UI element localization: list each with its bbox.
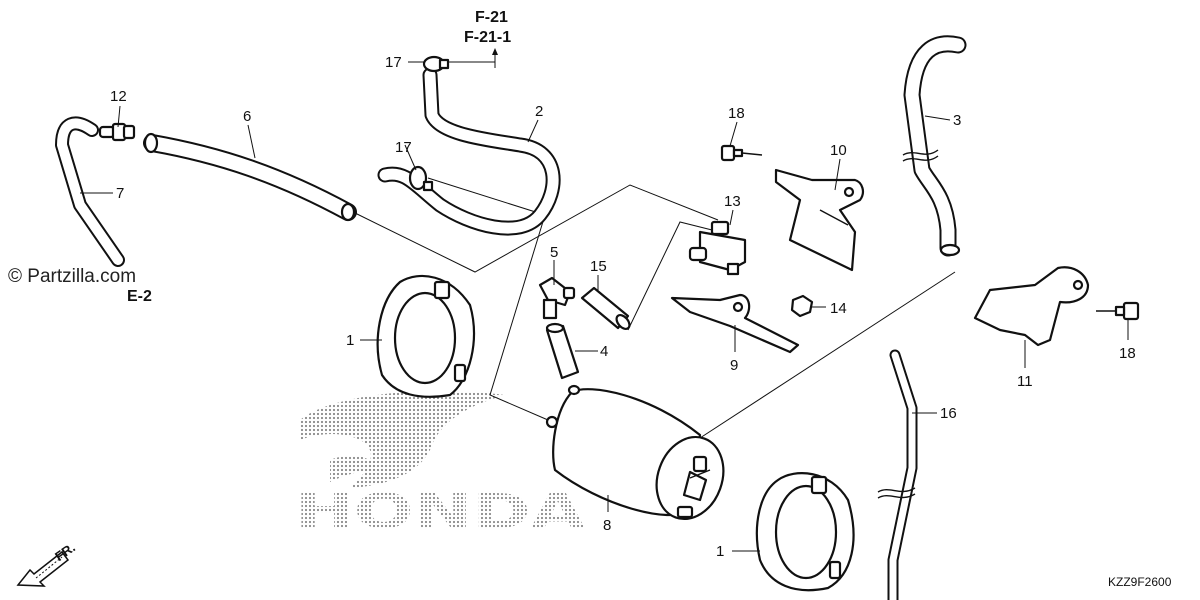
callout-part-14: 14 [830, 300, 847, 317]
bolt-18-top [720, 144, 763, 162]
front-arrow-icon [16, 550, 70, 587]
callout-part-18: 18 [1119, 345, 1136, 362]
callout-part-8: 8 [603, 517, 611, 534]
callout-part-1: 1 [346, 332, 354, 349]
callout-part-16: 16 [940, 405, 957, 422]
nut-14 [790, 294, 814, 318]
diagram-code: KZZ9F2600 [1108, 575, 1172, 589]
hose-6 [143, 132, 357, 222]
honda-wing-logo [300, 391, 505, 488]
bolt-18-right [1096, 301, 1140, 321]
clamp-1-left [376, 274, 476, 398]
callout-part-18: 18 [728, 105, 745, 122]
bracket-9 [670, 293, 800, 354]
callout-part-17: 17 [395, 139, 412, 156]
callout-part-13: 13 [724, 193, 741, 210]
bracket-11 [973, 266, 1090, 347]
callout-part-11: 11 [1017, 373, 1033, 390]
callout-part-15: 15 [590, 258, 607, 275]
callout-part-7: 7 [116, 185, 124, 202]
callout-part-2: 2 [535, 103, 543, 120]
partzilla-watermark: © Partzilla.com [8, 266, 136, 287]
honda-logo-text: HONDA [295, 484, 585, 540]
elbow-5 [538, 276, 576, 320]
tube-15 [580, 286, 631, 331]
callout-leaders [80, 61, 1129, 552]
callout-part-17: 17 [385, 54, 402, 71]
reference-e2: E-2 [127, 288, 152, 305]
callout-part-10: 10 [830, 142, 847, 159]
callout-part-12: 12 [110, 88, 127, 105]
reference-f21-1: F-21-1 [464, 29, 511, 46]
hose-7 [55, 116, 125, 267]
callout-part-9: 9 [730, 357, 738, 374]
solenoid-13 [688, 220, 747, 276]
bracket-10 [774, 168, 864, 272]
clamp-1-bottom [755, 472, 855, 592]
clamp-17-mid [408, 165, 434, 192]
callout-part-5: 5 [550, 244, 558, 261]
connection-lines [352, 48, 956, 439]
canister-8 [545, 384, 725, 521]
reference-f21: F-21 [475, 9, 508, 26]
hose-16 [877, 349, 918, 600]
callout-part-6: 6 [243, 108, 251, 125]
callout-part-4: 4 [600, 343, 608, 360]
clamp-17-top [422, 55, 450, 73]
callout-part-3: 3 [953, 112, 961, 129]
callout-numbers: 1 1 2 3 4 5 6 7 8 9 10 11 12 13 14 15 16… [110, 54, 1136, 560]
hose-2 [377, 67, 561, 236]
callout-part-1: 1 [716, 543, 724, 560]
tube-4 [545, 322, 580, 380]
hose-3 [902, 35, 967, 257]
fitting-12 [98, 122, 136, 142]
